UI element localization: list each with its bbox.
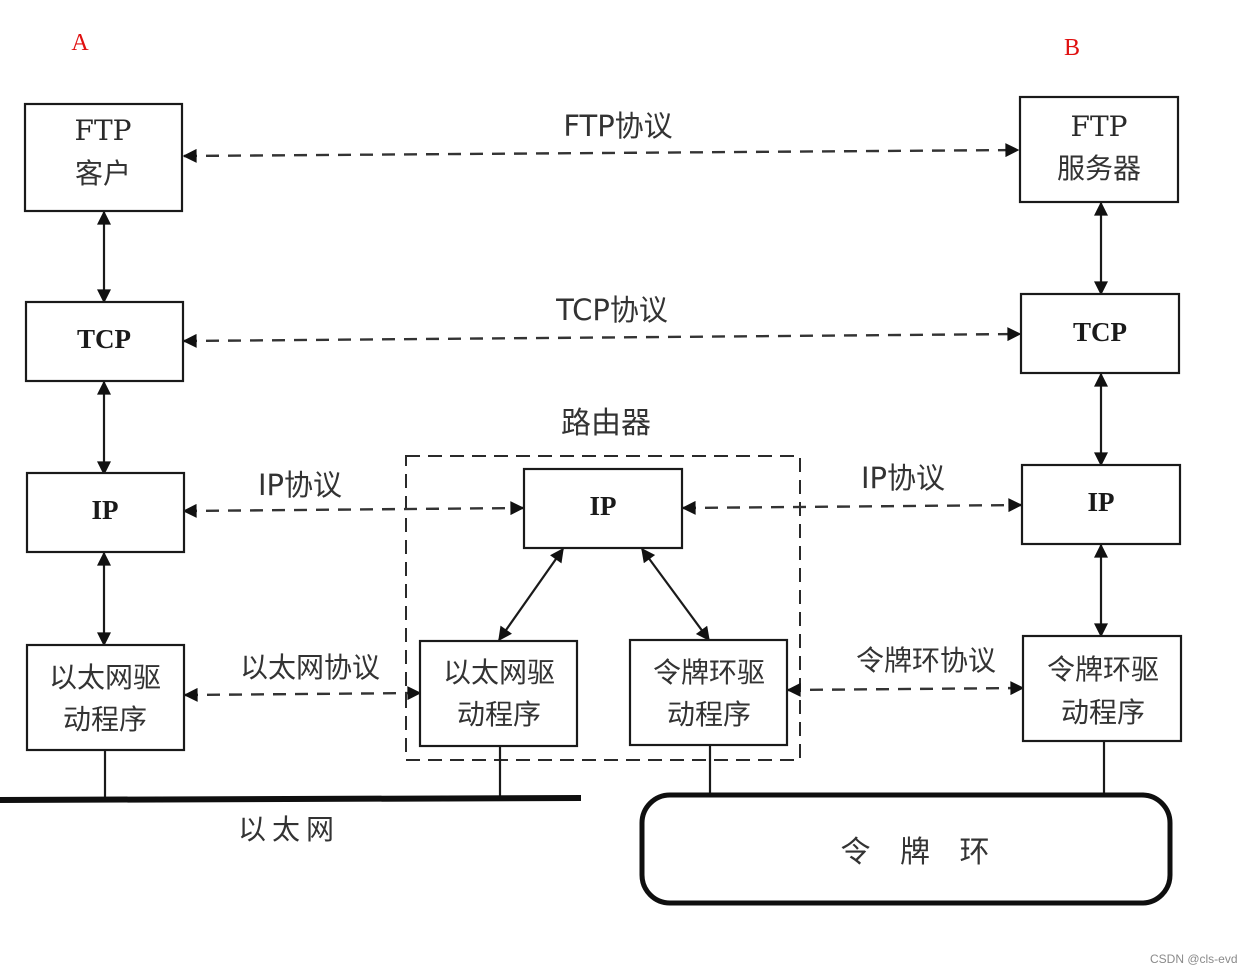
ethernet-protocol-line	[183, 686, 422, 702]
token-ring-protocol-line	[786, 681, 1025, 697]
watermark: CSDN @cls-evd	[1150, 952, 1238, 966]
router-ip-box: IP	[522, 467, 684, 550]
router-tr-driver-line1: 令牌环驱	[653, 656, 765, 689]
router-eth-driver-line1: 以太网驱	[443, 656, 555, 689]
router-token-ring-driver-box: 令牌环驱 动程序	[628, 638, 789, 747]
router-ip-label: IP	[590, 491, 617, 521]
left-ip-label: IP	[92, 495, 119, 525]
router-boundary	[405, 455, 801, 761]
left-tcp-label: TCP	[77, 324, 131, 354]
tcp-protocol-label: TCP协议	[555, 293, 668, 327]
left-eth-driver-line2: 动程序	[63, 703, 147, 736]
router-ip-eth-link	[498, 547, 564, 642]
tcp-protocol-line	[182, 327, 1022, 348]
right-tcp-box: TCP	[1019, 292, 1181, 375]
right-token-ring-driver-box: 令牌环驱 动程序	[1021, 634, 1183, 743]
router-tr-driver-line2: 动程序	[667, 698, 751, 731]
ftp-protocol-line	[182, 143, 1020, 163]
right-ftp-server-box: FTP 服务器	[1018, 95, 1180, 204]
ftp-protocol-label: FTP协议	[563, 109, 672, 143]
left-ethernet-driver-box: 以太网驱 动程序	[25, 643, 186, 752]
ip-protocol-label-right: IP协议	[861, 461, 945, 495]
ip-protocol-line-right	[681, 498, 1023, 515]
left-ftp-sublabel: 客户	[75, 157, 131, 190]
right-tcp-label: TCP	[1073, 317, 1127, 347]
ip-protocol-line-left	[182, 501, 525, 518]
router-title: 路由器	[561, 406, 651, 441]
left-ftp-label: FTP	[75, 114, 132, 147]
token-ring-protocol-label: 令牌环协议	[856, 644, 996, 677]
token-ring-label: 令 牌 环	[840, 835, 999, 870]
ethernet-label: 以太网	[238, 813, 340, 846]
right-ftp-sublabel: 服务器	[1057, 152, 1141, 185]
router-ethernet-driver-box: 以太网驱 动程序	[418, 639, 579, 748]
router-ip-tr-link	[641, 547, 710, 642]
ethernet-bus	[0, 795, 582, 803]
right-ftp-label: FTP	[1071, 110, 1128, 143]
left-ftp-client-box: FTP 客户	[23, 102, 184, 213]
left-eth-driver-line1: 以太网驱	[49, 661, 161, 694]
host-b-label: B	[1064, 35, 1080, 61]
right-tr-driver-line1: 令牌环驱	[1047, 653, 1159, 686]
token-ring-network	[639, 792, 1173, 906]
host-a-label: A	[71, 30, 89, 56]
left-ip-box: IP	[25, 471, 186, 554]
router-eth-driver-line2: 动程序	[457, 698, 541, 731]
right-ip-label: IP	[1088, 487, 1115, 517]
right-tr-driver-line2: 动程序	[1061, 696, 1145, 729]
ethernet-protocol-label: 以太网协议	[240, 651, 380, 684]
left-tcp-box: TCP	[24, 300, 185, 383]
right-ip-box: IP	[1020, 463, 1182, 546]
ip-protocol-label-left: IP协议	[258, 468, 342, 502]
